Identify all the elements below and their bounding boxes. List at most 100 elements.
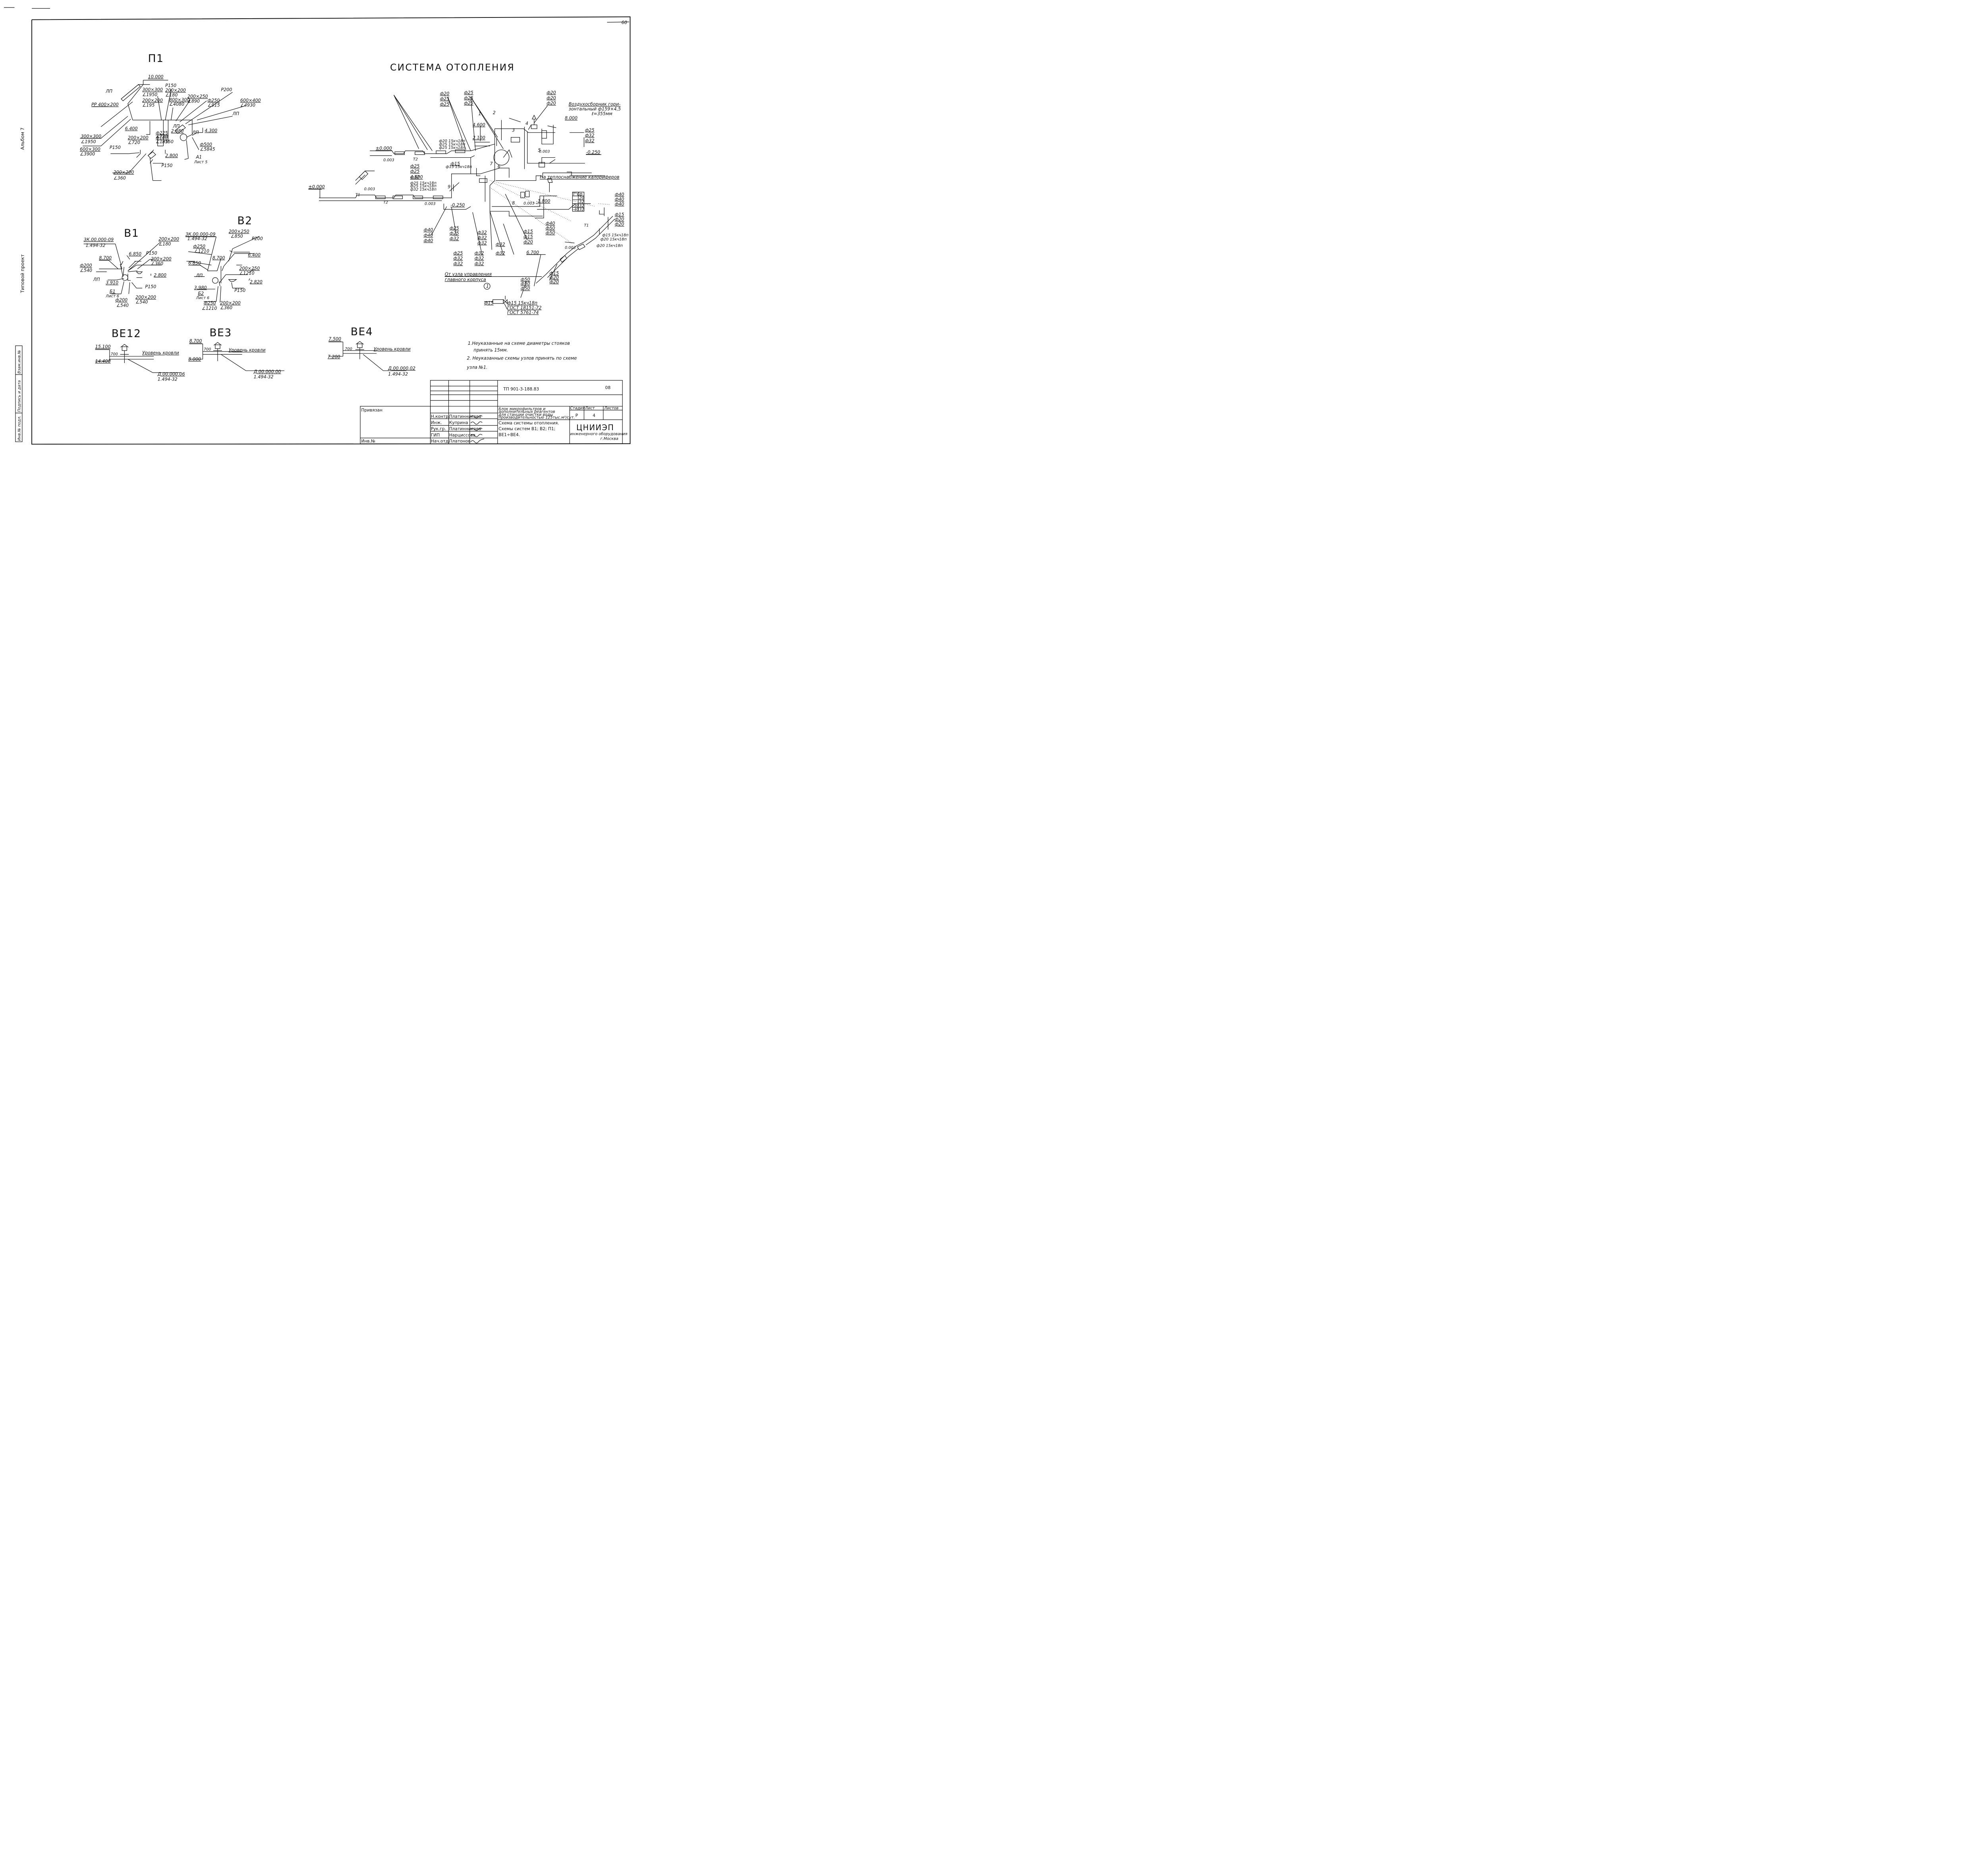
diam-label: ф25 <box>464 95 473 100</box>
diam-label: ф32 <box>475 261 484 266</box>
privyazan-label: Привязан <box>361 408 382 413</box>
b2-label: 1.494-32 <box>187 236 207 241</box>
diam-label: ф20 <box>549 279 559 284</box>
role: Н.контр. <box>431 414 450 419</box>
b1-label: 8.700 <box>99 255 112 261</box>
node-number: 4 <box>525 121 528 126</box>
right-diam: ф40 <box>615 201 624 207</box>
node-number: 7 <box>490 161 493 166</box>
b2-label: Р150 <box>234 288 245 293</box>
p1-label: Лист 5 <box>194 160 208 164</box>
p1-label: ф225 <box>156 131 168 136</box>
b1-label: 1.494-32 <box>85 243 105 248</box>
diam-groups: ф20 ф25 ф25 ф25 ф25 ф25 ф20 ф20 ф20 ф25 … <box>424 90 595 291</box>
b1-label: ∠540 <box>116 303 129 308</box>
diam-label: ф32 <box>454 256 463 261</box>
p1-label: ∠720 <box>128 140 140 145</box>
diam-label: ф25 <box>450 226 459 231</box>
role: Нач.отд. <box>431 439 450 444</box>
b2-label: ф250 <box>193 244 205 249</box>
scheme-be3: ВЕ3 8.700 700 8.000 Уровень кровли Д.00.… <box>188 327 284 380</box>
name: Куприна <box>449 420 468 425</box>
b2-labels: 3К.00.000-09 1.494-32 200×250 ∠850 Р200 … <box>185 229 263 311</box>
node-title: 1 <box>486 284 489 289</box>
org-name: ЦНИИЭП <box>576 423 614 432</box>
b2-label: ЛП <box>196 273 203 278</box>
p1-label: ∠4930 <box>240 102 255 108</box>
b2-label: Лист 6 <box>196 296 210 300</box>
object-line: дополнительных реагентов <box>498 410 555 414</box>
role: ГИП <box>431 433 440 438</box>
be12-label: 700 <box>110 352 118 357</box>
p1-label: 300×300 <box>81 134 101 139</box>
supply-note: На теплоснабжение калориферов <box>540 175 619 180</box>
b1-label: 3.910 <box>106 280 118 286</box>
p1-label: ф250 <box>208 98 220 103</box>
level-label: 4.600 <box>410 175 423 180</box>
inv-label: Инв.№ <box>361 439 375 444</box>
note-line: принять 15мм. <box>473 348 508 353</box>
slope-label: 0.003 <box>539 149 550 154</box>
be12-label: 1.494-32 <box>158 377 178 382</box>
name: Платинникова <box>449 414 481 419</box>
b1-label: 2.800 <box>154 272 166 278</box>
right-valve-note: ф20 15кч18п <box>600 238 626 242</box>
diam-label: ф32 <box>477 235 487 240</box>
right-diam: ф20 <box>615 222 624 227</box>
p1-label: ЛП <box>172 124 180 129</box>
right-top-diams: ф40 ф40 ф40 <box>615 192 624 207</box>
node-number: 6 <box>498 164 500 169</box>
diam-group-1: ф20 ф25 ф25 <box>440 91 450 107</box>
p1-label: ∠360 <box>114 176 126 181</box>
diam-label: ф40 <box>424 233 433 238</box>
b1-label: ф200 <box>115 298 128 303</box>
name: Нарциссова <box>449 433 475 438</box>
b2-label: 3.980 <box>194 285 207 290</box>
node-number: 1 <box>478 111 481 116</box>
air-collector-line: Воздухосборник гори- <box>569 102 620 107</box>
b1-label: ∠180 <box>158 242 171 247</box>
pipe-tag: Т2 <box>413 157 418 162</box>
p1-label: ∠720 <box>156 134 168 139</box>
p1-label: 200×250 <box>187 94 208 99</box>
diam-label: ф25 <box>440 97 450 102</box>
b1-label: 6.850 <box>129 251 141 257</box>
main-note: От узла управления главного корпуса <box>444 272 542 282</box>
diam-label: ф50 <box>521 277 530 282</box>
diam-label: ф32 <box>477 230 487 235</box>
b2-label: 6.400 <box>248 253 261 258</box>
b1-label: Лист 6 <box>105 294 119 298</box>
diam-label: ф15 <box>450 161 460 166</box>
level-label: ±0.000 <box>376 146 392 151</box>
b2-label: ∠1210 <box>202 306 217 311</box>
b1-label: 200×200 <box>135 295 156 300</box>
stamp-cell-2: Подпись и дата <box>17 380 22 412</box>
node-label: ф15 <box>484 300 494 305</box>
be12-label: 14.400 <box>95 359 111 364</box>
be4-label: 1.494-32 <box>388 371 408 377</box>
p1-label: 2.800 <box>165 153 178 158</box>
p1-label: 200×200 <box>165 88 186 93</box>
diam-label: ф20 <box>547 90 556 95</box>
right-valve-notes: ф15 15кч18п ф20 15кч18п ф20 15кч18п ф15 … <box>597 212 629 248</box>
diam-group-13: ф50 ф50 ф50 <box>521 277 530 291</box>
sheet-frame: 60 <box>4 7 631 445</box>
diam-label: ф25 <box>585 128 595 133</box>
b2-label: 200×250 <box>229 229 249 234</box>
sheet-desc-line: Схема системы отопления. <box>498 421 559 426</box>
note-line: 2. Неуказанные схемы узлов принять по сх… <box>467 356 577 361</box>
b2-label: Р200 <box>252 236 263 241</box>
b2-label: 6.850 <box>188 261 201 266</box>
heating-title: СИСТЕМА ОТОПЛЕНИЯ <box>390 62 515 73</box>
table-cell: -40 <box>573 207 579 212</box>
right-diam: ф40 <box>615 197 624 202</box>
right-diam: ф20 <box>615 217 624 222</box>
node-number: 3 <box>512 128 515 133</box>
be3-label: 8.700 <box>189 338 202 344</box>
node-numbers: 1 2 3 4 5 6 7 8 9 <box>448 110 541 206</box>
table-cell: 20 <box>579 196 584 200</box>
node-label: ф15 15кч18п <box>507 300 537 305</box>
b2-label: 2.820 <box>250 279 263 284</box>
p1-label: 600×300 <box>80 147 100 152</box>
diam-group-11: ф15 ф15 ф20 <box>524 229 533 245</box>
